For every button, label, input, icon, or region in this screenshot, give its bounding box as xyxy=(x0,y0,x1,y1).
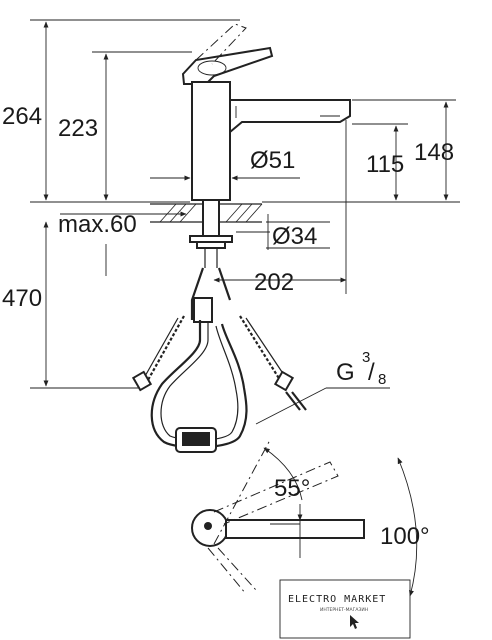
label-swivel-angle: 100° xyxy=(380,523,430,550)
label-total-height: 264 xyxy=(2,103,42,130)
faucet-spout xyxy=(229,99,351,135)
countertop-hatch xyxy=(159,203,263,223)
svg-text:/: / xyxy=(368,359,375,386)
label-reach: 202 xyxy=(254,269,294,296)
svg-text:8: 8 xyxy=(378,371,386,388)
lever-dashed-open xyxy=(195,23,247,65)
cursor-icon xyxy=(350,615,359,629)
label-base-diameter: Ø51 xyxy=(250,147,295,174)
watermark: ELECTRO MARKET ИНТЕРНЕТ-МАГАЗИН xyxy=(279,579,411,639)
left-hose xyxy=(147,315,185,381)
hoses xyxy=(131,267,307,453)
label-hose-length: 470 xyxy=(2,285,42,312)
label-connection: G 3 / 8 xyxy=(336,349,386,388)
faucet-lever xyxy=(181,46,274,85)
label-spout-height: 223 xyxy=(58,115,98,142)
watermark-subtitle: ИНТЕРНЕТ-МАГАЗИН xyxy=(320,607,368,613)
dimension-lines xyxy=(30,19,460,425)
arc-55 xyxy=(263,447,303,501)
faucet-side-view xyxy=(131,23,351,453)
arc-100 xyxy=(397,457,418,597)
faucet-body xyxy=(191,81,231,201)
label-lever-angle: 55° xyxy=(274,475,310,502)
label-hole-diameter: Ø34 xyxy=(272,223,317,250)
faucet-top-view xyxy=(191,439,418,597)
label-aerator-height-a: 115 xyxy=(366,151,404,178)
label-aerator-height-b: 148 xyxy=(414,139,454,166)
right-hose xyxy=(239,315,281,381)
label-max-thickness: max.60 xyxy=(58,211,137,238)
svg-text:3: 3 xyxy=(362,349,370,366)
watermark-title: ELECTRO MARKET xyxy=(288,594,386,605)
svg-text:G: G xyxy=(336,359,355,386)
